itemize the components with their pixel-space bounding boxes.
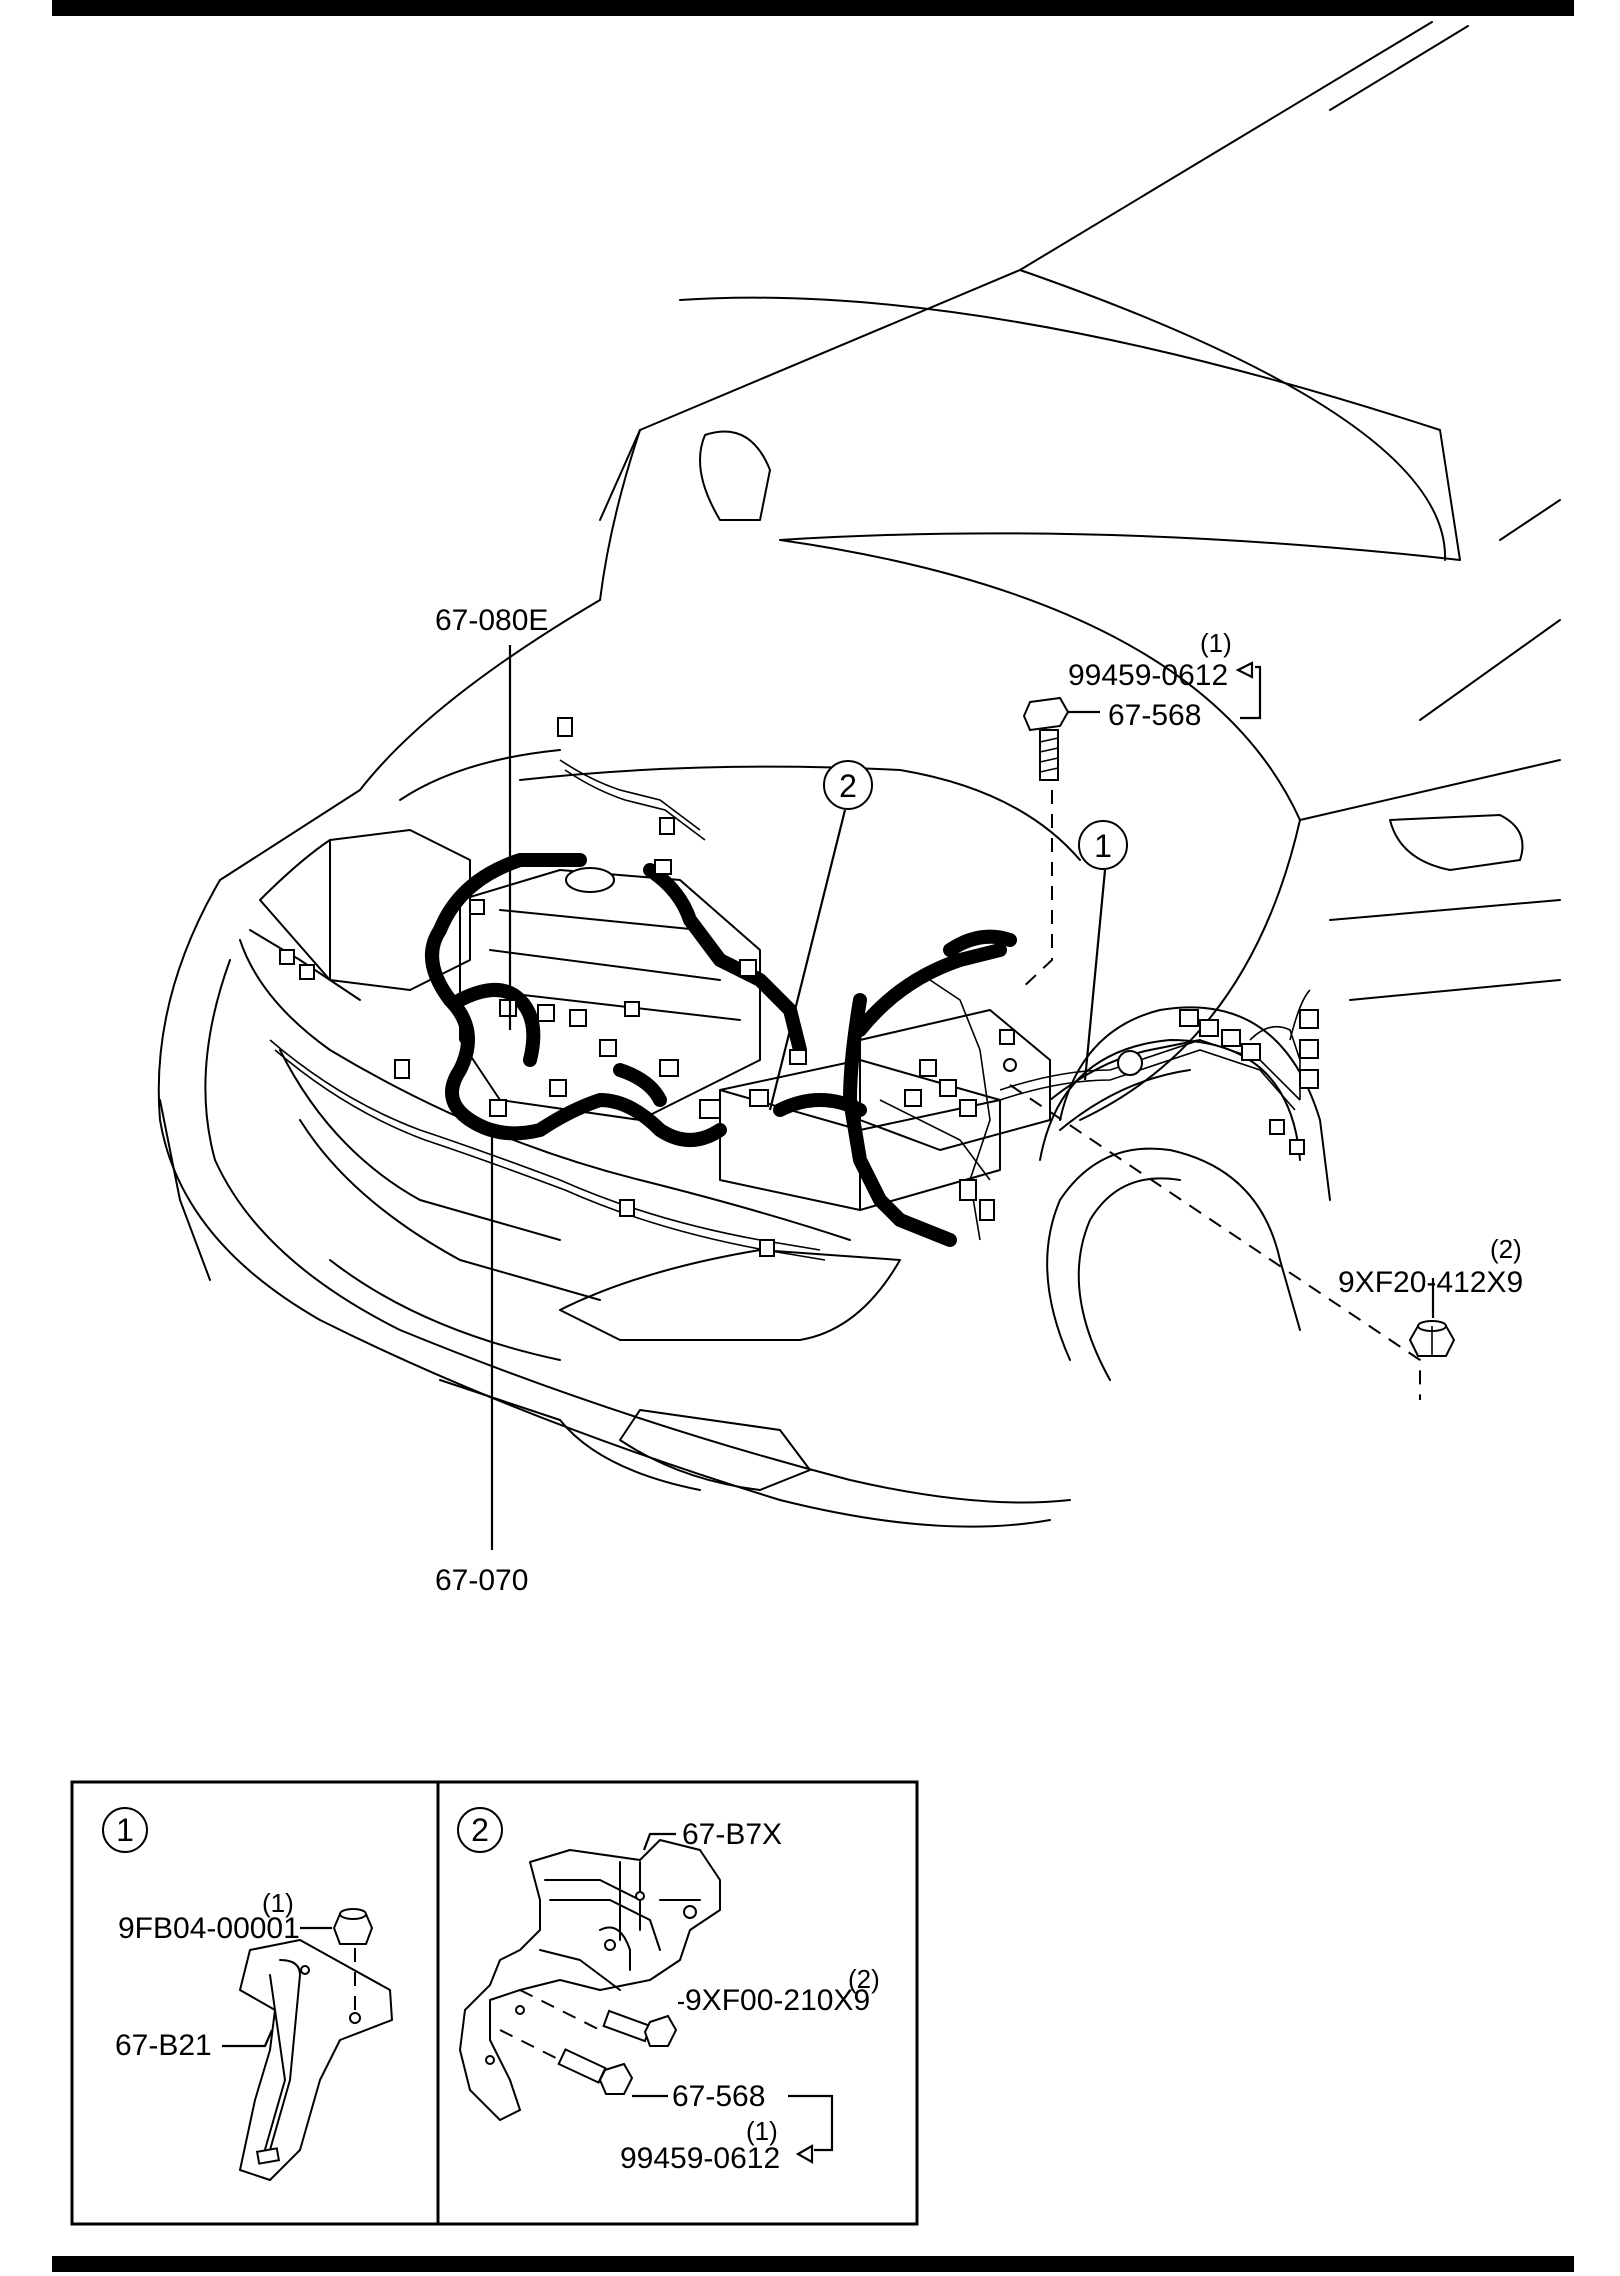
detail-2-bolt-a-part: 9XF00-210X9 — [685, 1984, 870, 2017]
detail-2-bolt-b-part: 67-568 — [672, 2080, 765, 2113]
callout-9XF20-412X9: 9XF20-412X9 — [1338, 1266, 1523, 1299]
detail-2-bolt-b-sub-part: 99459-0612 — [620, 2142, 780, 2175]
detail-2-panel: 2 67-B7X (2) 9XF00-210X9 67- — [457, 1807, 880, 2175]
svg-text:1: 1 — [1094, 828, 1112, 864]
qty-9XF20: (2) — [1490, 1234, 1522, 1264]
engine-harness — [425, 853, 1017, 1247]
detail-1-panel: 1 (1) 9FB04-00001 67-B21 — [102, 1807, 393, 2181]
bolt-67-568-detail — [499, 2029, 634, 2095]
qty-99459-top: (1) — [1200, 628, 1232, 658]
detail-1-nut-part: 9FB04-00001 — [118, 1912, 300, 1945]
leader-marker-2 — [768, 809, 847, 1111]
callout-67-070: 67-070 — [435, 1564, 528, 1597]
callout-67-080E: 67-080E — [435, 604, 548, 637]
marker-circle-2-main: 2 — [823, 760, 873, 810]
detail-2-bolt-b-sub-qty: (1) — [746, 2116, 778, 2146]
bottom-border-bar — [52, 2256, 1574, 2272]
svg-text:2: 2 — [839, 768, 857, 804]
dash-nut-9XF20 — [1009, 1084, 1421, 1400]
detail-1-nut-qty: (1) — [262, 1888, 294, 1918]
leader-lines — [490, 645, 1435, 1550]
detail-1-marker: 1 — [116, 1812, 134, 1848]
top-border-bar — [52, 0, 1574, 16]
leader-marker-1 — [1083, 869, 1107, 1081]
bolt-9XF00-210X9 — [519, 1989, 678, 2047]
callout-67-568-main: 67-568 — [1108, 699, 1201, 732]
bracket-67-B21 — [239, 1939, 393, 2181]
connectors — [279, 717, 1319, 1257]
bolt-67-568-main — [1022, 696, 1070, 781]
detail-2-bolt-a-qty: (2) — [848, 1964, 880, 1994]
detail-2-bracket-part: 67-B7X — [682, 1818, 782, 1851]
callout-99459-0612-main: 99459-0612 — [1068, 659, 1228, 692]
secondary-wires — [269, 759, 1311, 1261]
detail-2-marker: 2 — [471, 1812, 489, 1848]
marker-circle-1-main: 1 — [1078, 820, 1128, 870]
detail-1-bracket-part: 67-B21 — [115, 2029, 212, 2062]
bracket-67-B7X — [459, 1839, 721, 2121]
dash-bolt-67-568 — [1019, 790, 1053, 991]
engine-compartment — [239, 749, 1201, 1241]
nut-9XF20-main — [1408, 1320, 1456, 1357]
detail-box — [70, 1780, 919, 2226]
